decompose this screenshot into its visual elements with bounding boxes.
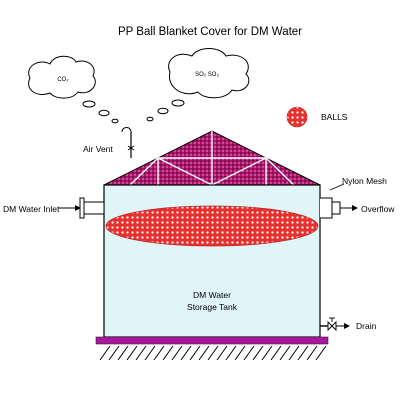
hatch-line [99,345,111,361]
hatch-line [315,345,327,361]
tank-label-line1: DM Water [193,290,231,300]
co2-cloud: CO₂ [28,55,96,99]
bubble-left-2 [98,109,110,117]
hatch-line [198,345,210,361]
drain-valve [320,317,337,332]
hatch-line [126,345,138,361]
hatch-line [117,345,129,361]
nylon-mesh-label: Nylon Mesh [342,176,387,186]
hatch-line [135,345,147,361]
hatch-line [207,345,219,361]
balls-legend-label: BALLS [321,112,348,122]
hatch-line [189,345,201,361]
bubble-right-1 [171,99,185,107]
tank-foundation [95,336,329,345]
co2-label: CO₂ [57,77,69,83]
hatch-line [297,345,309,361]
ground-hatching [99,345,327,361]
bubble-right-3 [146,116,154,122]
hatch-line [216,345,228,361]
air-vent-label: Air Vent [83,144,113,154]
diagram-title: PP Ball Blanket Cover for DM Water [118,26,302,38]
hatch-line [171,345,183,361]
inlet-label: DM Water Inlet [3,204,60,214]
hatch-line [108,345,120,361]
hatch-line [288,345,300,361]
overflow-label: Overflow [361,204,395,214]
tank-roof [103,130,321,186]
floating-ball-blanket [105,205,319,247]
bubble-left-3 [111,118,119,124]
hatch-line [261,345,273,361]
hatch-line [252,345,264,361]
drain-label: Drain [356,321,377,331]
ball-swatch [286,106,308,128]
hatch-line [306,345,318,361]
hatch-line [270,345,282,361]
air-vent [121,127,135,158]
bubble-left-1 [82,100,96,108]
tank-label-line2: Storage Tank [187,302,238,312]
hatch-line [153,345,165,361]
so2-so3-cloud: SO₂ SO₃ [168,48,250,99]
hatch-line [234,345,246,361]
hatch-line [180,345,192,361]
bubble-right-2 [157,107,169,115]
hatch-line [225,345,237,361]
hatch-line [243,345,255,361]
overflow-nozzle [320,197,341,219]
hatch-line [279,345,291,361]
inlet-nozzle [79,197,105,219]
nylon-mesh-leader [329,183,345,191]
so2-so3-label: SO₂ SO₃ [195,72,219,78]
hatch-line [162,345,174,361]
hatch-line [144,345,156,361]
balls-legend: BALLS [286,106,348,128]
